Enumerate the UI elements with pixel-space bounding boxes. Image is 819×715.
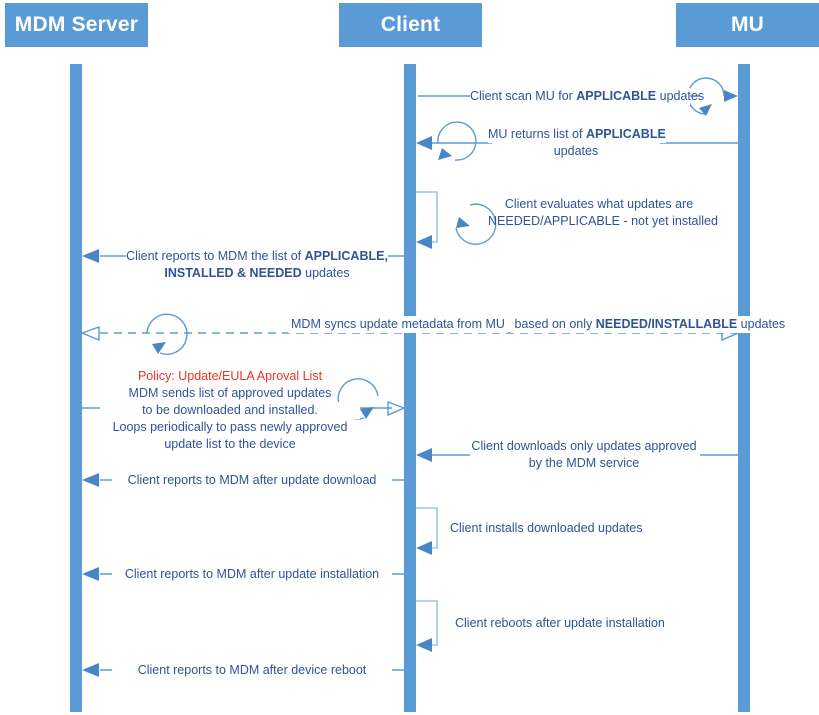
activation-bar-mu-top xyxy=(738,64,750,154)
actor-label-mdm-server: MDM Server xyxy=(14,13,139,36)
actor-header-client[interactable]: Client xyxy=(339,3,482,47)
actor-header-mdm-server[interactable]: MDM Server xyxy=(5,3,148,47)
actor-label-client: Client xyxy=(380,13,441,36)
lifeline-mdm-server xyxy=(70,64,82,712)
activation-bar-mu-lower xyxy=(738,384,750,712)
activation-bar-client-top xyxy=(404,64,416,280)
activation-bar-client-lower xyxy=(404,384,416,712)
actor-header-mu[interactable]: MU xyxy=(676,3,819,47)
actor-label-mu: MU xyxy=(730,13,765,36)
